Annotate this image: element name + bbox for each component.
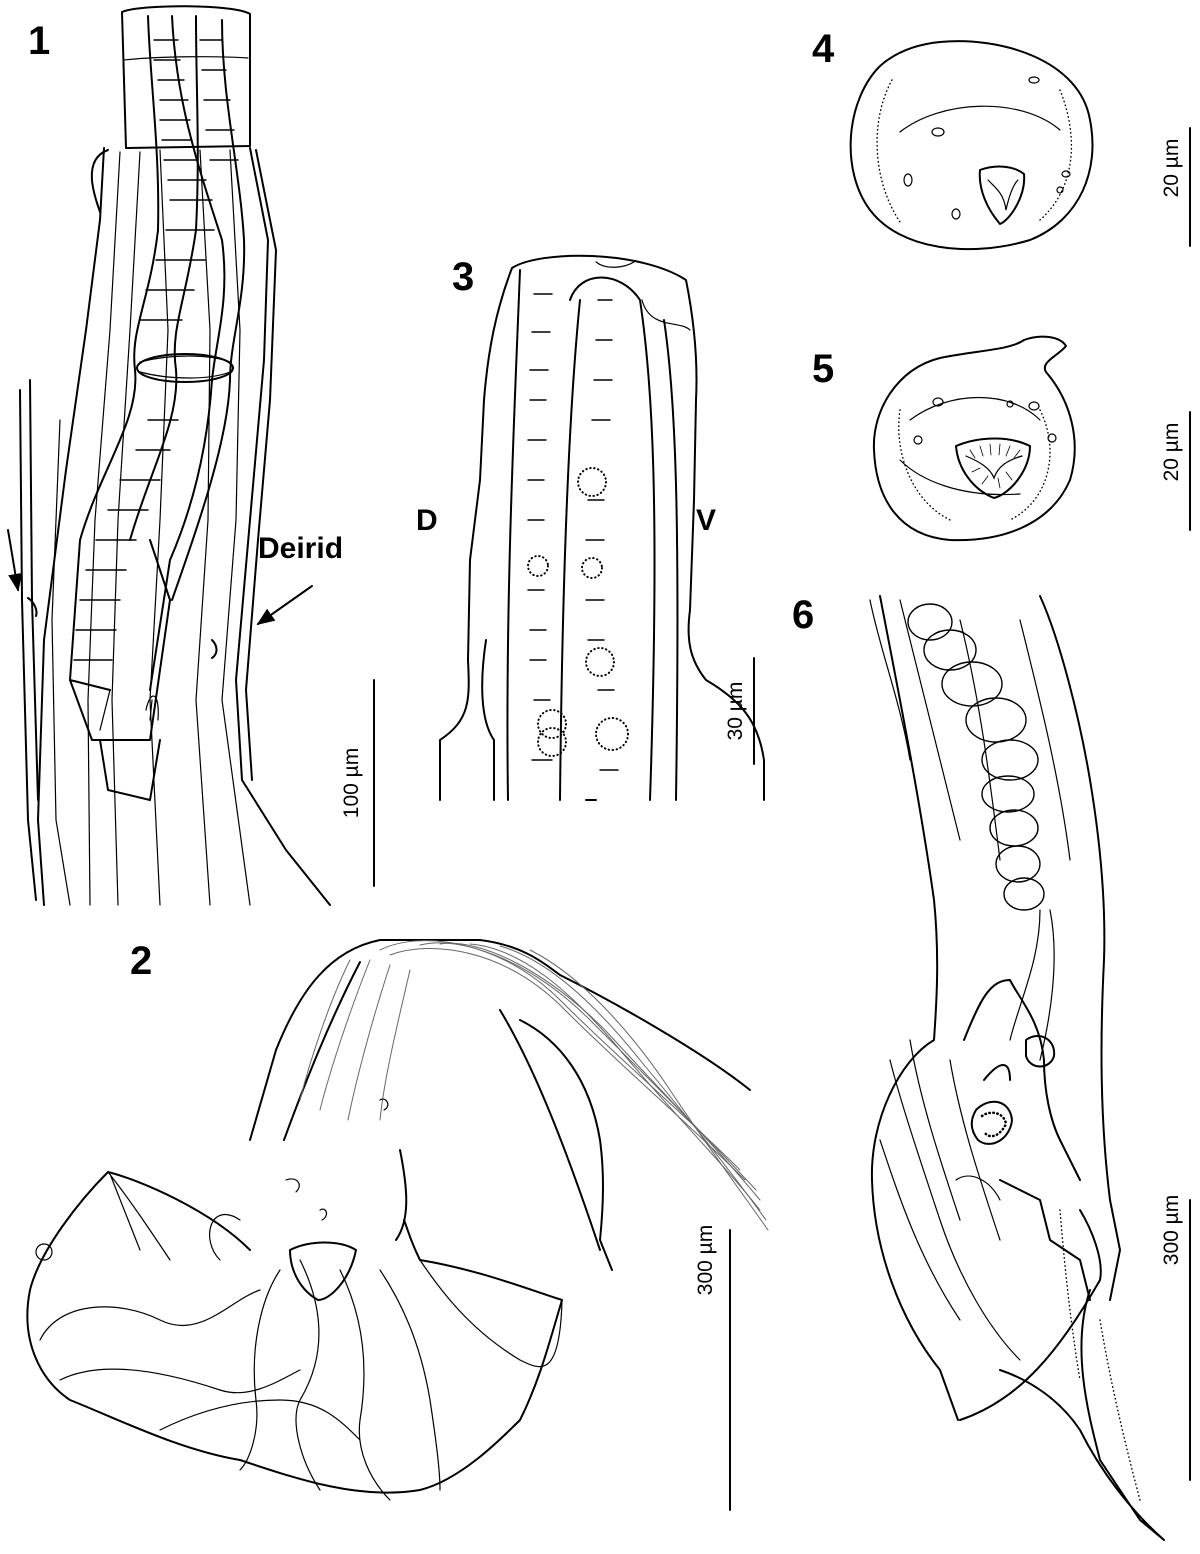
- figure-3-scale-label: 30 µm: [724, 682, 747, 741]
- figure-1-anterior-end-drawing: [7, 5, 331, 906]
- ventral-label: V: [696, 504, 716, 537]
- figure-1-scale-label: 100 µm: [340, 748, 363, 818]
- figure-5-number: 5: [812, 347, 834, 391]
- figure-6-posterior-end-drawing: [869, 595, 1165, 1541]
- figure-2-number: 2: [130, 939, 152, 983]
- figure-4-scale-label: 20 µm: [1160, 139, 1183, 198]
- figure-2-anterior-bulb-drawing: [26, 939, 769, 1501]
- figure-6-scale-label: 300 µm: [1160, 1195, 1183, 1265]
- dorsal-label: D: [416, 504, 438, 537]
- figure-3-head-lateral-drawing: [439, 254, 765, 801]
- figure-5-apical-view-drawing: [872, 335, 1076, 542]
- figure-6-number: 6: [792, 593, 814, 637]
- figure-4-apical-view-drawing: [849, 40, 1094, 251]
- figure-4-number: 4: [812, 27, 835, 71]
- figure-3-number: 3: [452, 255, 474, 299]
- figure-5-scale-label: 20 µm: [1160, 423, 1183, 482]
- figure-2-scale-label: 300 µm: [694, 1225, 717, 1295]
- deirid-label: Deirid: [258, 532, 343, 565]
- figure-1-number: 1: [28, 19, 50, 63]
